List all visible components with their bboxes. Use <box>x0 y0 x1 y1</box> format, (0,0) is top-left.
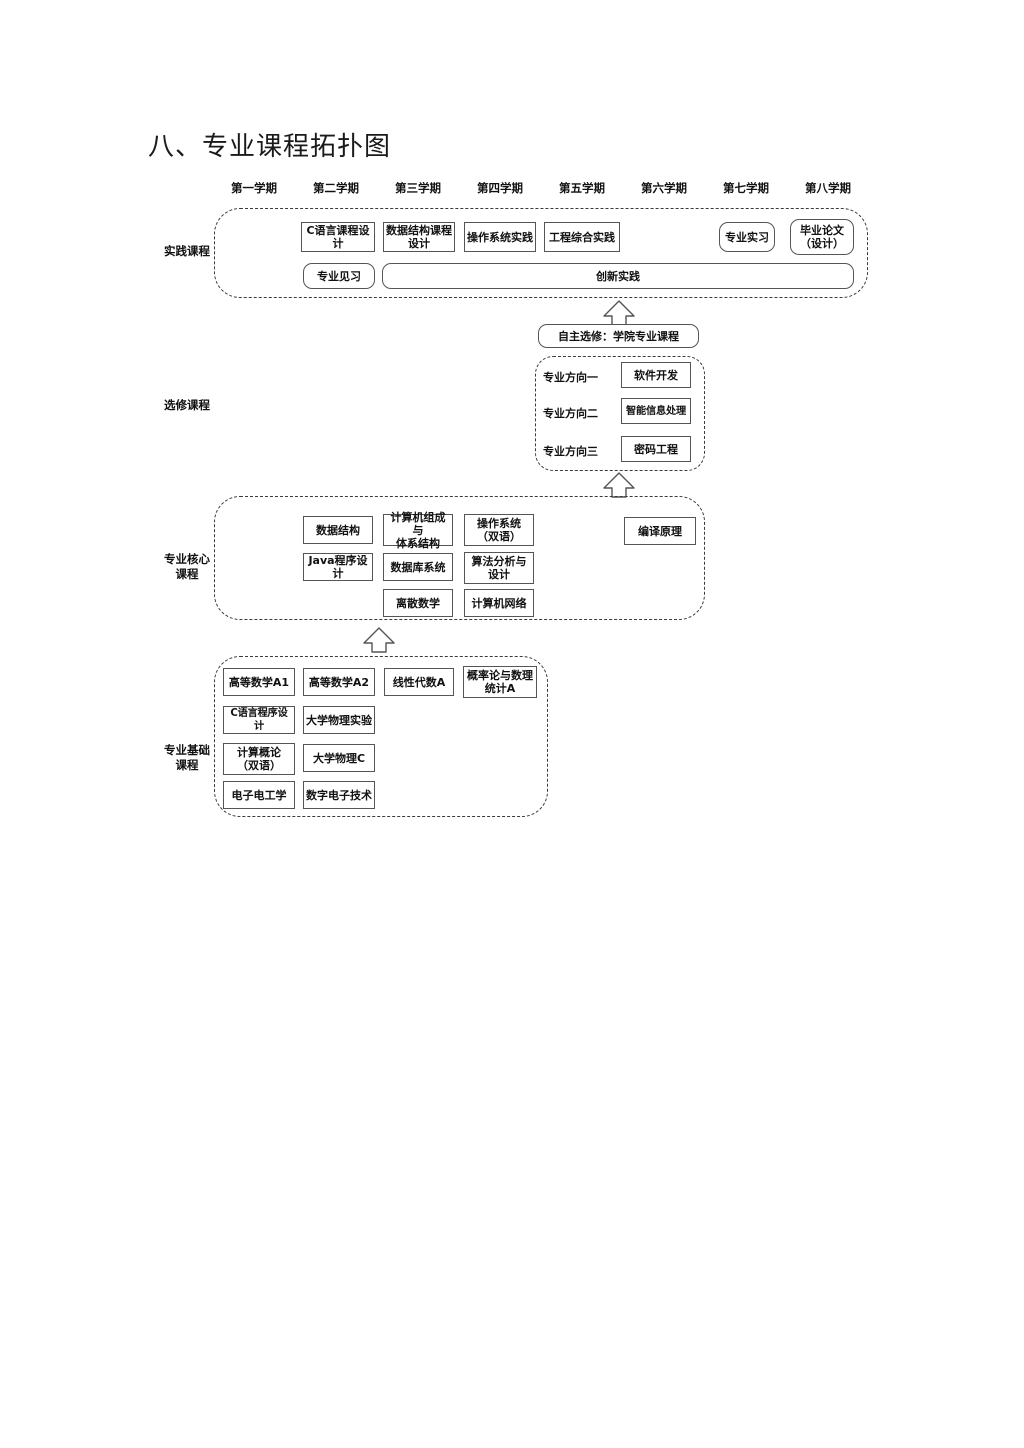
course-box-professional-internship[interactable]: 专业实习 <box>719 222 775 252</box>
course-box-computer-network[interactable]: 计算机网络 <box>464 589 534 617</box>
semester-header-row: 第一学期 第二学期 第三学期 第四学期 第五学期 第六学期 第七学期 第八学期 <box>212 180 884 198</box>
course-box-university-physics-c[interactable]: 大学物理C <box>303 744 375 772</box>
semester-header-8: 第八学期 <box>805 181 851 195</box>
course-box-os-practice[interactable]: 操作系统实践 <box>464 222 536 252</box>
semester-header-2: 第二学期 <box>313 181 359 195</box>
course-box-c-language-programming[interactable]: C语言程序设计 <box>223 706 295 734</box>
semester-header-7: 第七学期 <box>723 181 769 195</box>
elective-direction-label-2: 专业方向二 <box>543 407 598 420</box>
course-box-engineering-comprehensive-practice[interactable]: 工程综合实践 <box>544 222 620 252</box>
semester-header-3: 第三学期 <box>395 181 441 195</box>
course-box-linear-algebra-a[interactable]: 线性代数A <box>384 668 454 696</box>
row-label-foundation: 专业基础 课程 <box>164 743 210 772</box>
course-box-graduation-thesis[interactable]: 毕业论文 （设计） <box>790 219 854 255</box>
course-box-advanced-mathematics-a2[interactable]: 高等数学A2 <box>303 668 375 696</box>
course-box-data-structure-course-design[interactable]: 数据结构课程 设计 <box>383 222 455 252</box>
elective-header-box[interactable]: 自主选修：学院专业课程 <box>538 324 699 348</box>
course-box-advanced-mathematics-a1[interactable]: 高等数学A1 <box>223 668 295 696</box>
elective-direction-label-3: 专业方向三 <box>543 445 598 458</box>
course-box-data-structure[interactable]: 数据结构 <box>303 516 373 544</box>
elective-courses-group <box>535 356 705 471</box>
arrow-elective-to-practice-icon <box>602 300 636 326</box>
course-box-electronic-electrical-engineering[interactable]: 电子电工学 <box>223 781 295 809</box>
course-box-intelligent-information-processing[interactable]: 智能信息处理 <box>621 398 691 424</box>
course-box-discrete-mathematics[interactable]: 离散数学 <box>383 589 453 617</box>
semester-header-1: 第一学期 <box>231 181 277 195</box>
course-box-computing-introduction-bilingual[interactable]: 计算概论 （双语） <box>223 743 295 775</box>
row-label-elective: 选修课程 <box>164 398 210 412</box>
core-courses-group <box>214 496 705 620</box>
course-box-professional-observation[interactable]: 专业见习 <box>303 263 375 289</box>
arrow-core-to-elective-icon <box>602 472 636 498</box>
foundation-courses-group <box>214 656 548 817</box>
semester-header-6: 第六学期 <box>641 181 687 195</box>
course-box-algorithm-analysis-design[interactable]: 算法分析与 设计 <box>464 552 534 584</box>
semester-header-4: 第四学期 <box>477 181 523 195</box>
course-box-c-language-course-design[interactable]: C语言课程设计 <box>301 222 375 252</box>
row-label-core: 专业核心 课程 <box>164 552 210 581</box>
course-box-university-physics-experiment[interactable]: 大学物理实验 <box>303 706 375 734</box>
semester-header-5: 第五学期 <box>559 181 605 195</box>
course-box-cryptography-engineering[interactable]: 密码工程 <box>621 436 691 462</box>
practice-courses-group <box>214 208 868 298</box>
page-title: 八、专业课程拓扑图 <box>148 132 392 162</box>
course-box-operating-system-bilingual[interactable]: 操作系统 （双语） <box>464 514 534 546</box>
course-box-software-development[interactable]: 软件开发 <box>621 362 691 388</box>
row-label-practice: 实践课程 <box>164 244 210 258</box>
course-box-probability-statistics-a[interactable]: 概率论与数理 统计A <box>463 666 537 698</box>
course-box-compiler-principles[interactable]: 编译原理 <box>624 517 696 545</box>
course-box-java-programming[interactable]: Java程序设计 <box>303 553 373 581</box>
arrow-foundation-to-core-icon <box>362 627 396 653</box>
course-box-database-system[interactable]: 数据库系统 <box>383 553 453 581</box>
elective-direction-label-1: 专业方向一 <box>543 371 598 384</box>
course-box-computer-organization-architecture[interactable]: 计算机组成与 体系结构 <box>383 511 453 550</box>
course-box-innovation-practice[interactable]: 创新实践 <box>382 263 854 289</box>
course-box-digital-electronic-technology[interactable]: 数字电子技术 <box>303 781 375 809</box>
